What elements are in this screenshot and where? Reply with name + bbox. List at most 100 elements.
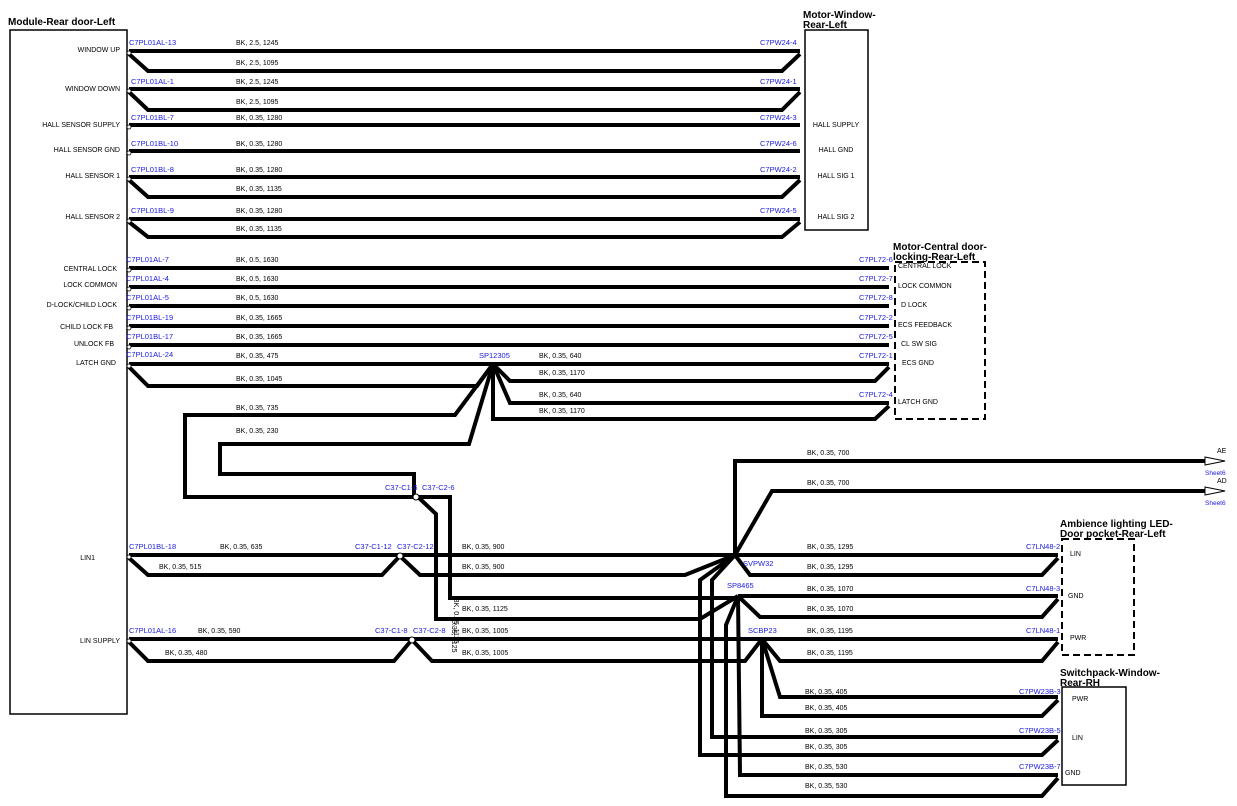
wire-sw-gnd-1[interactable] (736, 595, 1058, 777)
offsheet-ae-sheet[interactable]: Sheet6 (1205, 470, 1226, 477)
module-pin-lock-common: LOCK COMMON (63, 282, 117, 289)
wire-latch-2a[interactable] (491, 363, 889, 405)
conn-inline-3[interactable]: C37-C2-12 (397, 542, 434, 551)
wire-label-vert-1: BK, 0.35, 1125 (452, 598, 459, 644)
conn-inline-5[interactable]: C37-C2-8 (413, 626, 446, 635)
wire-amb-pwr-2[interactable] (760, 637, 1060, 663)
conn-ml-5[interactable]: C7PL72-1 (859, 351, 893, 360)
wire-sp12305-230[interactable] (218, 363, 495, 497)
conn-left-6[interactable]: C7PL01AL-7 (126, 255, 169, 264)
wire-lin1-4[interactable] (400, 553, 736, 577)
splice-sp12305[interactable]: SP12305 (479, 351, 510, 360)
wire-lin1-2[interactable] (127, 556, 400, 577)
terminal-c37-8[interactable] (408, 636, 416, 644)
conn-left-10[interactable]: C7PL01BL-17 (126, 332, 173, 341)
wire-labels: BK, 2.5, 1245 BK, 2.5, 1095 BK, 2.5, 124… (159, 40, 853, 790)
conn-sw-0[interactable]: C7PW23B-3 (1019, 687, 1061, 696)
wire-label-36: BK, 0.35, 480 (165, 650, 208, 657)
conn-mw-0[interactable]: C7PW24-4 (760, 38, 797, 47)
splice-sp8465[interactable]: SP8465 (727, 581, 754, 590)
terminal-c37-12[interactable] (396, 552, 404, 560)
conn-left-4[interactable]: C7PL01BL-8 (131, 165, 174, 174)
motor-window-title-2: Rear-Left (803, 20, 848, 31)
wire-amb-lin-2[interactable] (733, 553, 1060, 577)
conn-left-7[interactable]: C7PL01AL-4 (126, 274, 169, 283)
wire-label-1: BK, 2.5, 1245 (236, 40, 279, 47)
wire-latch-gnd-2[interactable] (127, 362, 495, 388)
conn-inline-2[interactable]: C37-C1-12 (355, 542, 392, 551)
conn-mw-5[interactable]: C7PW24-5 (760, 206, 797, 215)
switchpack-box[interactable] (1061, 686, 1127, 786)
conn-amb-1[interactable]: C7LN48-3 (1026, 584, 1060, 593)
wire-sw-lin-1[interactable] (710, 553, 1058, 739)
conn-ml-3[interactable]: C7PL72-2 (859, 313, 893, 322)
conn-ml-2[interactable]: C7PL72-8 (859, 293, 893, 302)
conn-ml-6[interactable]: C7PL72-4 (859, 390, 893, 399)
conn-amb-2[interactable]: C7LN48-1 (1026, 626, 1060, 635)
wire-hall-1-2[interactable] (127, 178, 802, 199)
terminal-dot (126, 325, 132, 331)
conn-ml-1[interactable]: C7PL72-7 (859, 274, 893, 283)
conn-ml-4[interactable]: C7PL72-5 (859, 332, 893, 341)
conn-mw-3[interactable]: C7PW24-6 (760, 139, 797, 148)
conn-ml-0[interactable]: C7PL72-6 (859, 255, 893, 264)
wire-sp12305-735[interactable] (183, 362, 495, 499)
wire-ae[interactable] (733, 459, 1205, 555)
motor-window-box[interactable] (804, 29, 869, 231)
splice-svpw32[interactable]: SVPW32 (743, 559, 773, 568)
motor-lock-title-2: locking-Rear-Left (893, 252, 976, 263)
conn-mw-1[interactable]: C7PW24-1 (760, 77, 797, 86)
wire-window-down-2[interactable] (127, 90, 802, 112)
wire-window-up-2[interactable] (127, 52, 802, 73)
wire-ad[interactable] (733, 489, 1205, 557)
wire-lin-supply-2[interactable] (127, 640, 412, 663)
conn-mw-2[interactable]: C7PW24-3 (760, 113, 797, 122)
wire-c37-c2-6b[interactable] (418, 495, 738, 600)
terminal-c37-6[interactable] (412, 493, 420, 501)
offsheet-ad-sheet[interactable]: Sheet6 (1205, 500, 1226, 507)
wire-sw-lin-2[interactable] (698, 553, 1060, 757)
wire-label-32: BK, 0.35, 1125 (462, 606, 508, 613)
wire-hall-2-2[interactable] (127, 220, 802, 239)
offsheet-ad-arrow[interactable] (1204, 486, 1226, 496)
wire-label-6: BK, 0.35, 1280 (236, 141, 282, 148)
wire-ecs-gnd-2[interactable] (491, 362, 891, 383)
wire-sw-pwr-2[interactable] (760, 639, 1060, 718)
ambience-title-1: Ambience lighting LED- (1060, 519, 1173, 530)
terminal-dot (126, 50, 132, 56)
conn-left-8[interactable]: C7PL01AL-5 (126, 293, 169, 302)
conn-left-11[interactable]: C7PL01AL-24 (126, 350, 173, 359)
conn-left-13[interactable]: C7PL01AL-16 (129, 626, 176, 635)
wire-amb-gnd-2[interactable] (736, 594, 1060, 619)
wire-label-29: BK, 0.35, 900 (462, 564, 505, 571)
wire-latch-2b[interactable] (491, 364, 891, 421)
conn-sw-2[interactable]: C7PW23B-7 (1019, 762, 1061, 771)
ambience-box[interactable] (1061, 538, 1135, 656)
conn-amb-0[interactable]: C7LN48-2 (1026, 542, 1060, 551)
wire-sw-pwr-1[interactable] (760, 638, 1058, 699)
sw-pin-lin: LIN (1072, 735, 1083, 742)
conn-left-3[interactable]: C7PL01BL-10 (131, 139, 178, 148)
wire-c37-c2-6[interactable] (416, 495, 740, 621)
conn-inline-0[interactable]: C37-C1-6 (385, 483, 418, 492)
conn-left-0[interactable]: C7PL01AL-13 (129, 38, 176, 47)
module-box[interactable] (9, 29, 128, 715)
offsheet-ae-arrow[interactable] (1204, 456, 1226, 466)
conn-left-9[interactable]: C7PL01BL-19 (126, 313, 173, 322)
conn-inline-1[interactable]: C37-C2-6 (422, 483, 455, 492)
module-pin-window-down: WINDOW DOWN (65, 86, 120, 93)
splice-scbp23[interactable]: SCBP23 (748, 626, 777, 635)
wire-label-41: BK, 0.35, 405 (805, 689, 848, 696)
wire-lin-supply-4[interactable] (412, 637, 764, 663)
conn-left-1[interactable]: C7PL01AL-1 (131, 77, 174, 86)
motor-lock-box[interactable] (894, 261, 986, 420)
conn-left-5[interactable]: C7PL01BL-9 (131, 206, 174, 215)
conn-left-2[interactable]: C7PL01BL-7 (131, 113, 174, 122)
wire-sw-gnd-2[interactable] (724, 595, 1060, 798)
wire-label-8: BK, 0.35, 1135 (236, 186, 282, 193)
wire-label-17: BK, 0.35, 640 (539, 353, 582, 360)
conn-mw-4[interactable]: C7PW24-2 (760, 165, 797, 174)
conn-left-12[interactable]: C7PL01BL-18 (129, 542, 176, 551)
conn-inline-4[interactable]: C37-C1-8 (375, 626, 408, 635)
conn-sw-1[interactable]: C7PW23B-5 (1019, 726, 1061, 735)
